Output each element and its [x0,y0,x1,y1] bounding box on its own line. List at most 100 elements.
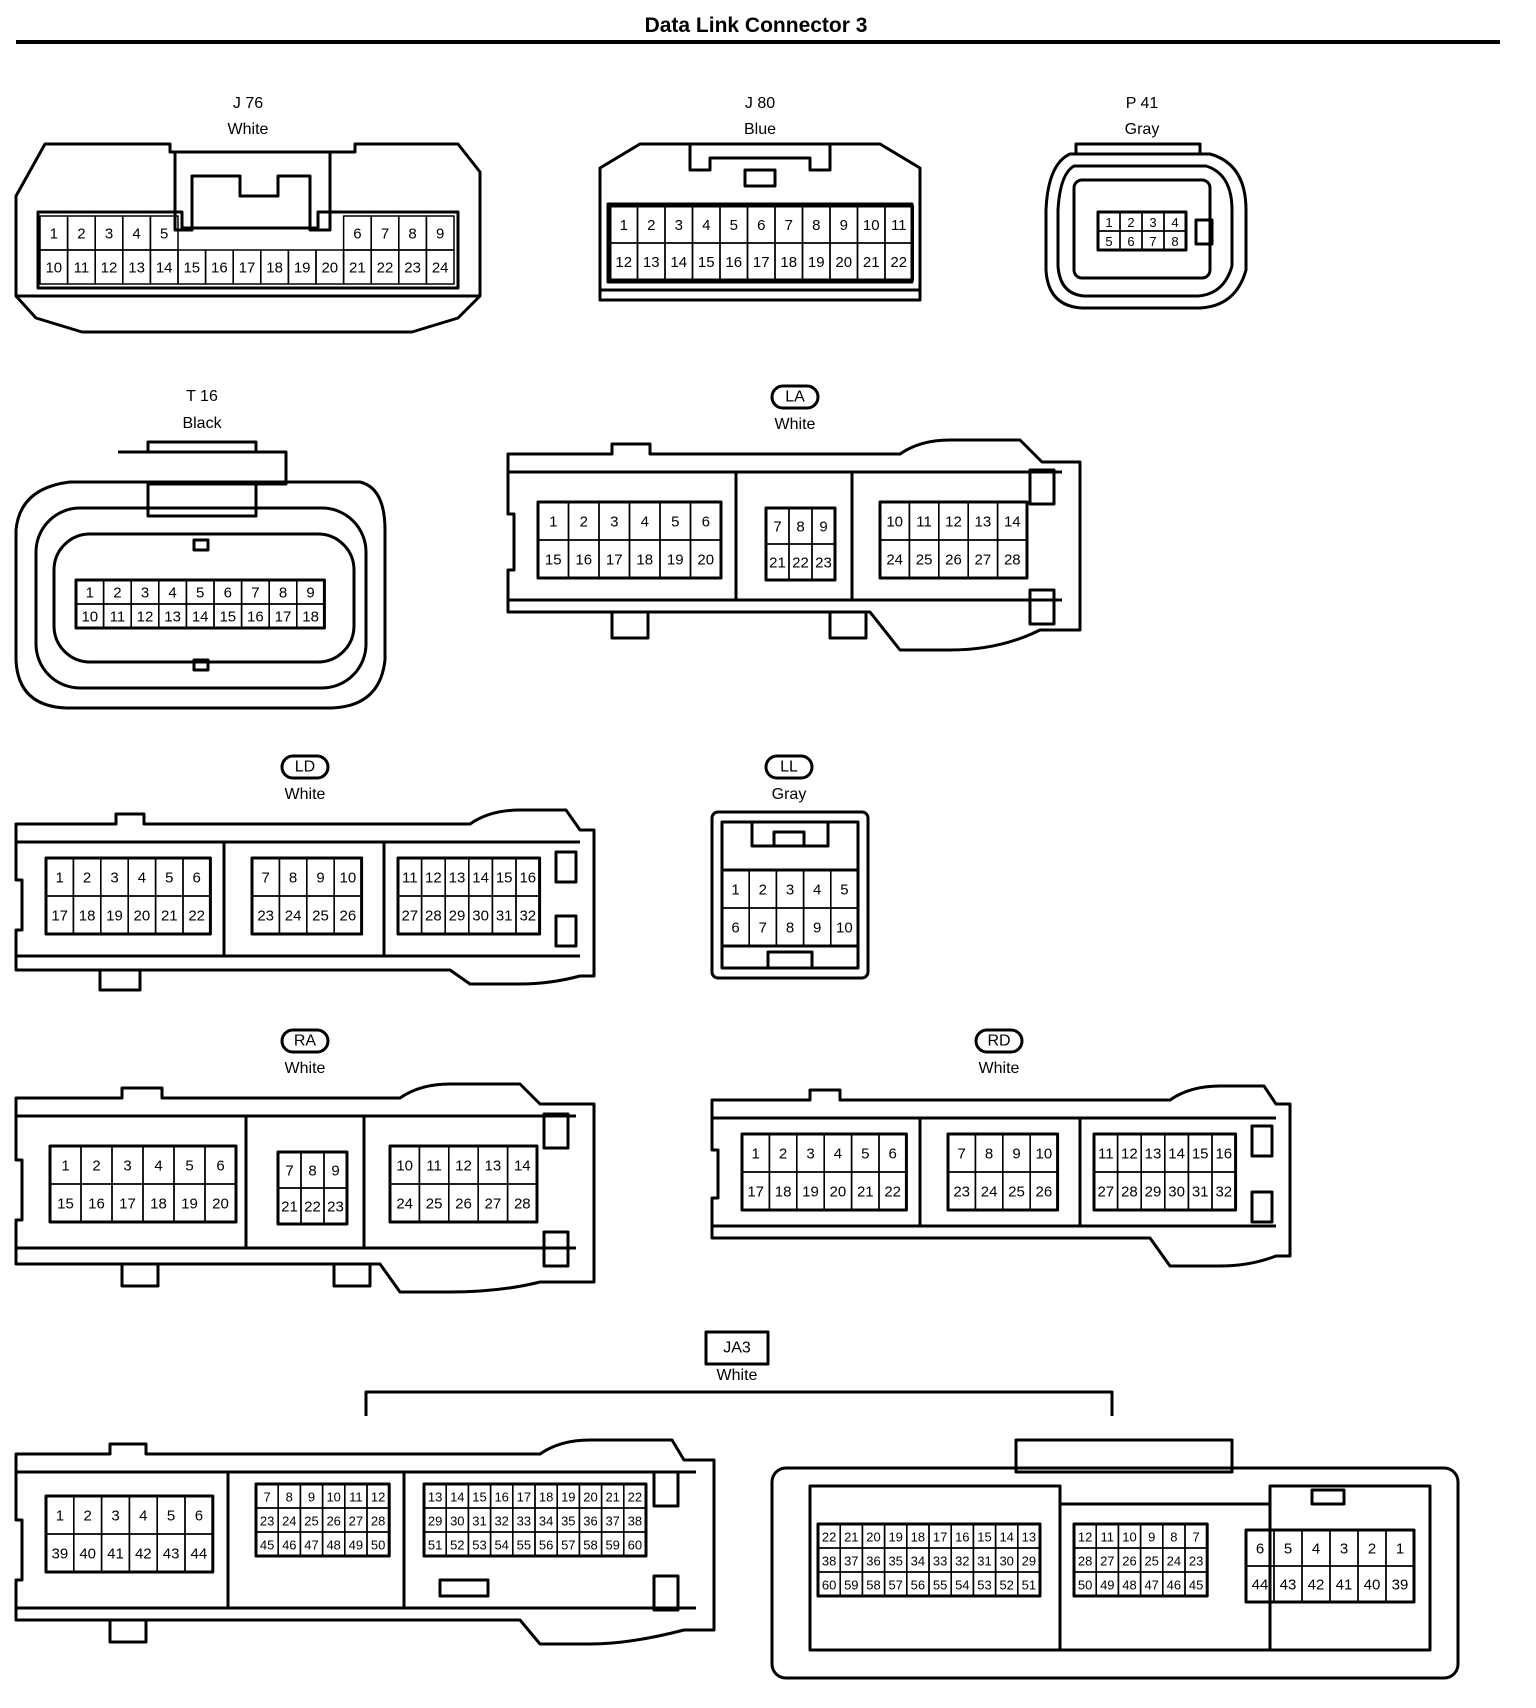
pin-number: 11 [426,1158,442,1175]
pin-number: 25 [916,552,933,569]
pin-number: 29 [449,908,466,925]
pin-number: 7 [262,870,270,887]
pin-number: 29 [1145,1184,1162,1201]
pin-number: 19 [808,254,825,271]
housing-tab [652,1470,680,1508]
pin-number: 24 [981,1184,998,1201]
connector-latch [750,822,830,848]
pin-number: 8 [812,217,820,234]
pin-number: 1 [731,882,739,899]
pin-cell [884,242,914,281]
pin-number: 7 [263,1490,270,1505]
connector-tag-oval [280,754,330,780]
pin-number: 56 [911,1578,925,1593]
connector-housing [506,438,1082,652]
pin-number: 54 [494,1538,508,1553]
pin-number: 10 [340,870,357,887]
pin-number: 39 [52,1546,69,1563]
pin-number: 20 [212,1196,229,1213]
pin-number: 18 [775,1184,792,1201]
pin-number: 57 [888,1578,902,1593]
pin-number: 22 [188,908,205,925]
pin-number: 13 [128,260,145,277]
pin-cell [1029,1171,1059,1211]
housing-tab [828,610,868,640]
housing-tab [554,914,578,948]
pin-number: 50 [371,1538,385,1553]
pin-number: 6 [702,514,710,531]
pin-number: 60 [628,1538,642,1553]
pin-number: 13 [1145,1146,1162,1163]
connector-latch-body [118,450,288,518]
pin-number: 23 [953,1184,970,1201]
pin-number: 49 [1100,1578,1114,1593]
pin-number: 18 [266,260,283,277]
pin-number: 3 [110,870,118,887]
pin-number: 43 [1280,1577,1297,1594]
pin-number: 58 [866,1578,880,1593]
pin-number: 11 [1098,1146,1114,1163]
pin-number: 4 [139,1508,147,1525]
pin-number: 32 [519,908,536,925]
housing-divider [222,840,386,958]
pin-number: 47 [1144,1578,1158,1593]
pin-number: 12 [137,609,154,626]
terminal-area [52,532,356,664]
pin-number: 17 [275,609,292,626]
pin-number: 8 [1170,1530,1177,1545]
pin-number: 8 [289,870,297,887]
pin-number: 42 [1308,1577,1325,1594]
pin-number: 6 [1256,1541,1264,1558]
pin-number: 8 [279,585,287,602]
pin-number: 48 [1122,1578,1136,1593]
pin-number: 17 [239,260,256,277]
pin-number: 3 [786,882,794,899]
pin-number: 4 [138,870,146,887]
pin-number: 28 [514,1196,531,1213]
connector-id: RD [987,1033,1010,1050]
pin-number: 5 [1105,234,1112,249]
pin-number: 40 [79,1546,96,1563]
pin-number: 13 [1022,1530,1036,1545]
pin-number: 51 [1022,1578,1036,1593]
pin-number: 45 [1189,1578,1203,1593]
connector-id: J 76 [233,95,263,112]
pin-number: 13 [485,1158,502,1175]
pin-number: 17 [753,254,770,271]
pin-number: 2 [580,514,588,531]
pin-number: 10 [45,260,62,277]
pin-number: 56 [539,1538,553,1553]
pin-number: 7 [773,519,781,536]
pin-number: 26 [455,1196,472,1213]
title-rule [16,40,1500,44]
pin-number: 44 [1252,1577,1269,1594]
pin-number: 22 [304,1199,321,1216]
connector-housing [14,808,596,986]
connector-housing [14,480,387,710]
connector-tag-box [704,1330,770,1366]
pin-number: 6 [1127,234,1134,249]
pin-number: 12 [1078,1530,1092,1545]
pin-number: 58 [583,1538,597,1553]
pin-number: 4 [132,226,140,243]
pin-number: 32 [1215,1184,1232,1201]
pin-number: 16 [575,552,592,569]
connector-id: P 41 [1126,95,1159,112]
pin-number: 7 [285,1163,293,1180]
housing-tab [120,1262,160,1288]
connector-inner-wall [1056,164,1234,298]
connector-color: Black [182,415,222,432]
pin-number: 16 [494,1490,508,1505]
pin-number: 20 [134,908,151,925]
pin-number: 1 [50,226,58,243]
pin-number: 3 [1149,215,1156,230]
pin-number: 30 [450,1514,464,1529]
housing-tab [332,1262,372,1288]
pin-number: 52 [999,1578,1013,1593]
pin-number: 36 [583,1514,597,1529]
pin-number: 22 [890,254,907,271]
